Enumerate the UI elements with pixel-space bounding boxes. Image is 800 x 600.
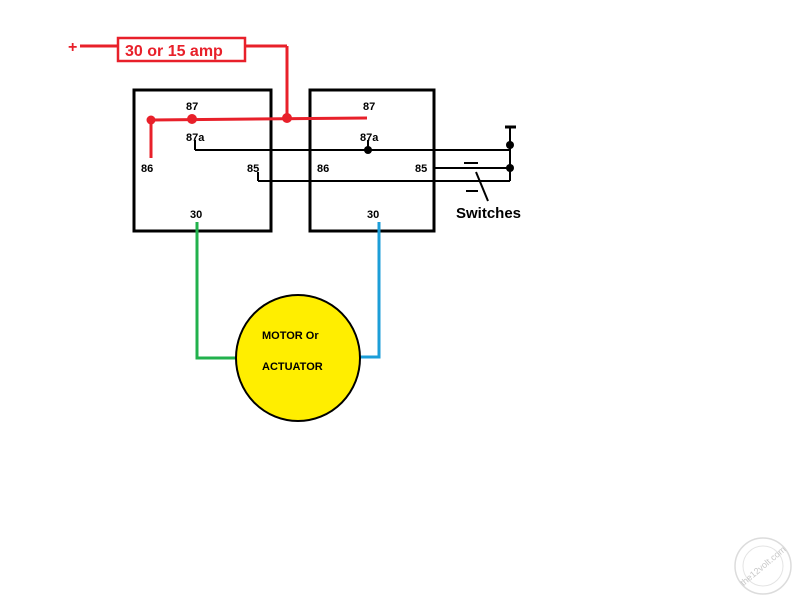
- switch-symbols: [464, 162, 489, 202]
- relay-left-pin-87: 87: [186, 101, 198, 113]
- relay-left-pin-86: 86: [141, 163, 153, 175]
- plus-sign: +: [68, 39, 77, 56]
- power-wire: [80, 44, 368, 158]
- relay-right-pin-30: 30: [367, 209, 379, 221]
- junction-switch: [506, 164, 514, 172]
- relay-left-pin-30: 30: [190, 209, 202, 221]
- junction-ground: [506, 141, 514, 149]
- fuse-box: [116, 36, 247, 63]
- motor-wire-blue: [360, 222, 381, 359]
- watermark-text: the12volt.com: [738, 544, 787, 588]
- relay-left-pin-87a: 87a: [186, 132, 205, 144]
- motor-label-line2: ACTUATOR: [262, 361, 323, 373]
- junction-87a-right: [364, 146, 372, 154]
- switches-label: Switches: [456, 205, 521, 222]
- relay-right-pin-86: 86: [317, 163, 329, 175]
- motor-actuator: [235, 294, 361, 422]
- fuse-label: 30 or 15 amp: [125, 43, 223, 60]
- relay-left-box: [132, 88, 273, 233]
- relay-left-pin-85: 85: [247, 163, 259, 175]
- junction-87-right: [282, 113, 292, 123]
- watermark-seal: the12volt.com: [734, 537, 792, 595]
- relay-right-pin-87: 87: [363, 101, 375, 113]
- relay-right-pin-85: 85: [415, 163, 427, 175]
- control-wire: [194, 128, 511, 182]
- junction-86-left: [146, 115, 156, 125]
- relay-right-pin-87a: 87a: [360, 132, 379, 144]
- motor-label-line1: MOTOR Or: [262, 330, 319, 342]
- junction-87-left: [187, 114, 197, 124]
- motor-wire-green: [195, 222, 238, 360]
- relay-right-box: [308, 88, 436, 233]
